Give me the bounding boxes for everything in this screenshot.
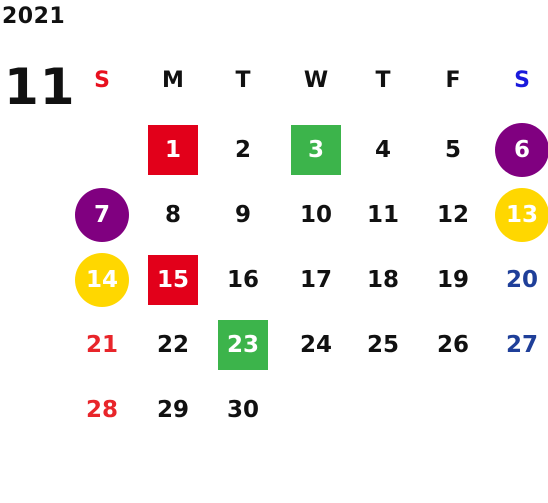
day-cell-19: 19 xyxy=(423,260,483,300)
day-number: 18 xyxy=(366,266,399,293)
day-number: 12 xyxy=(436,201,469,228)
day-number: 14 xyxy=(85,266,118,293)
weekday-header-sunday: S xyxy=(94,68,110,93)
day-number: 7 xyxy=(93,201,110,228)
day-cell-29: 29 xyxy=(143,390,203,430)
day-cell-17: 17 xyxy=(286,260,346,300)
calendar-year: 2021 xyxy=(2,4,66,29)
day-highlight-square xyxy=(291,125,341,175)
weekday-header-saturday: S xyxy=(514,68,530,93)
day-cell-3: 3 xyxy=(286,125,346,175)
day-number: 4 xyxy=(374,136,391,163)
day-cell-9: 9 xyxy=(213,195,273,235)
weekday-header-thursday: T xyxy=(375,68,391,93)
day-cell-14: 14 xyxy=(72,253,132,307)
day-number: 8 xyxy=(164,201,181,228)
day-number: 23 xyxy=(226,331,259,358)
day-cell-23: 23 xyxy=(213,320,273,370)
day-cell-27: 27 xyxy=(492,325,548,365)
day-number: 5 xyxy=(444,136,461,163)
day-number: 17 xyxy=(299,266,332,293)
day-cell-13: 13 xyxy=(492,188,548,242)
day-number: 28 xyxy=(85,396,118,423)
day-number: 19 xyxy=(436,266,469,293)
day-cell-2: 2 xyxy=(213,130,273,170)
day-number: 1 xyxy=(164,136,181,163)
day-cell-1: 1 xyxy=(143,125,203,175)
day-number: 20 xyxy=(505,266,538,293)
calendar-month: 11 xyxy=(4,58,76,116)
day-cell-18: 18 xyxy=(353,260,413,300)
day-highlight-square xyxy=(148,125,198,175)
day-number: 16 xyxy=(226,266,259,293)
day-number: 30 xyxy=(226,396,259,423)
day-number: 25 xyxy=(366,331,399,358)
day-highlight-circle xyxy=(75,253,129,307)
day-cell-5: 5 xyxy=(423,130,483,170)
day-number: 15 xyxy=(156,266,189,293)
day-cell-25: 25 xyxy=(353,325,413,365)
day-cell-30: 30 xyxy=(213,390,273,430)
day-cell-4: 4 xyxy=(353,130,413,170)
day-number: 13 xyxy=(505,201,538,228)
day-number: 3 xyxy=(307,136,324,163)
day-number: 24 xyxy=(299,331,332,358)
day-number: 29 xyxy=(156,396,189,423)
day-number: 9 xyxy=(234,201,251,228)
day-highlight-circle xyxy=(495,123,548,177)
day-cell-12: 12 xyxy=(423,195,483,235)
weekday-header-wednesday: W xyxy=(303,68,329,93)
day-cell-8: 8 xyxy=(143,195,203,235)
day-number: 10 xyxy=(299,201,332,228)
day-cell-11: 11 xyxy=(353,195,413,235)
day-cell-15: 15 xyxy=(143,255,203,305)
day-number: 2 xyxy=(234,136,251,163)
day-highlight-circle xyxy=(75,188,129,242)
day-number: 21 xyxy=(85,331,118,358)
day-number: 22 xyxy=(156,331,189,358)
day-cell-21: 21 xyxy=(72,325,132,365)
day-cell-10: 10 xyxy=(286,195,346,235)
day-number: 26 xyxy=(436,331,469,358)
day-cell-7: 7 xyxy=(72,188,132,242)
day-number: 27 xyxy=(505,331,538,358)
day-cell-24: 24 xyxy=(286,325,346,365)
weekday-header-monday: M xyxy=(162,68,184,93)
day-cell-6: 6 xyxy=(492,123,548,177)
day-highlight-square xyxy=(218,320,268,370)
day-highlight-circle xyxy=(495,188,548,242)
weekday-header-tuesday: T xyxy=(235,68,251,93)
day-highlight-square xyxy=(148,255,198,305)
day-cell-16: 16 xyxy=(213,260,273,300)
day-cell-20: 20 xyxy=(492,260,548,300)
day-cell-26: 26 xyxy=(423,325,483,365)
day-cell-22: 22 xyxy=(143,325,203,365)
day-number: 11 xyxy=(366,201,399,228)
day-cell-28: 28 xyxy=(72,390,132,430)
weekday-header-friday: F xyxy=(445,68,461,93)
day-number: 6 xyxy=(513,136,530,163)
